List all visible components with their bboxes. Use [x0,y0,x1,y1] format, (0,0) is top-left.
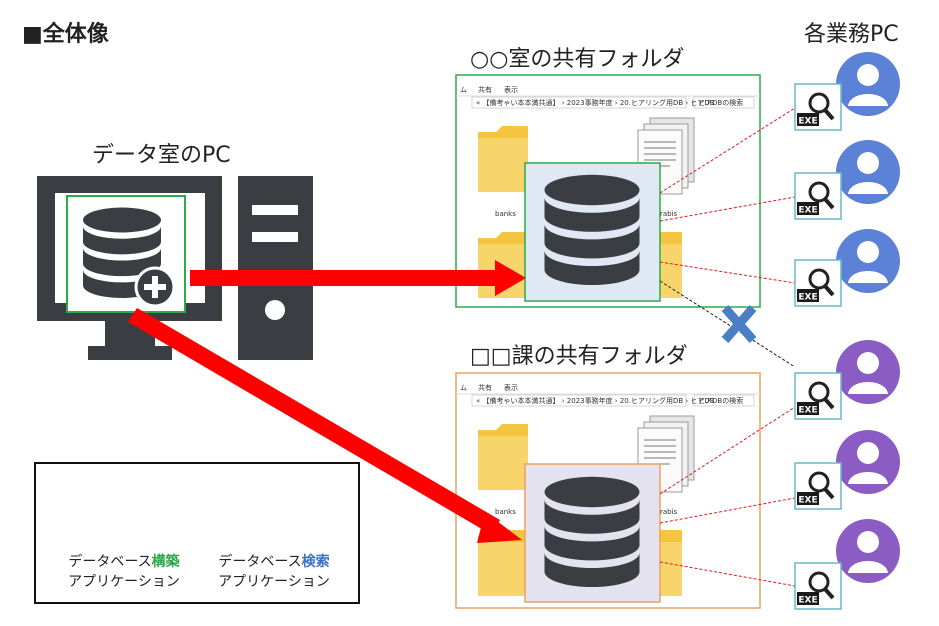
folder2-menu-view[interactable]: 表示 [504,384,518,392]
blocked-cross-icon [721,305,757,343]
folder2-menu-home[interactable]: ム [460,384,467,392]
legend-search-label: データベース検索 アプリケーション [194,552,354,592]
folder1-title: ○○室の共有フォルダ [470,47,685,72]
folder1-menu-home[interactable]: ム [460,86,467,94]
folder1-search-input[interactable]: ヒアDBの検索 [698,99,744,107]
folder1-address-bar[interactable]: « 【備考ゃい本本満共通】 › 2023事務年度 › 20.ヒアリング用DB ›… [476,99,715,107]
folder1-menu-share[interactable]: 共有 [478,86,492,94]
left-pc-label: データ室のPC [92,143,231,168]
legend-build-label: データベース構築 アプリケーション [44,552,204,592]
folder2-search-input[interactable]: ヒアDBの検索 [698,397,744,405]
legend-search-accent: 検索 [301,554,330,570]
arrow-to-folder2 [128,308,522,543]
folder2-address-bar[interactable]: « 【備考ゃい本本満共通】 › 2023事務年度 › 20.ヒアリング用DB ›… [476,397,715,405]
legend-box [34,462,360,604]
legend-search-suffix: アプリケーション [218,574,330,590]
tower-icon [238,176,313,360]
folder1-caption-banks: banks [495,210,516,218]
folder2-menu-share[interactable]: 共有 [478,384,492,392]
folder1-menu-view[interactable]: 表示 [504,86,518,94]
folder2-window[interactable]: ム 共有 表示 [458,375,758,393]
folder1-caption-rabis: rabis [660,210,678,218]
legend-search-prefix: データベース [218,554,302,570]
legend-build-accent: 構築 [151,554,180,570]
legend-build-suffix: アプリケーション [68,574,180,590]
folder2-caption-banks: banks [495,508,516,516]
folder2-caption-rabis: rabis [660,508,678,516]
business-pc-header: 各業務PC [804,22,899,47]
folder2-title: □□課の共有フォルダ [470,344,688,369]
folder1-window[interactable]: ム 共有 表示 [458,77,758,95]
page-title: ■全体像 [22,22,109,47]
legend-build-prefix: データベース [68,554,152,570]
arrow-to-folder1 [190,260,526,296]
